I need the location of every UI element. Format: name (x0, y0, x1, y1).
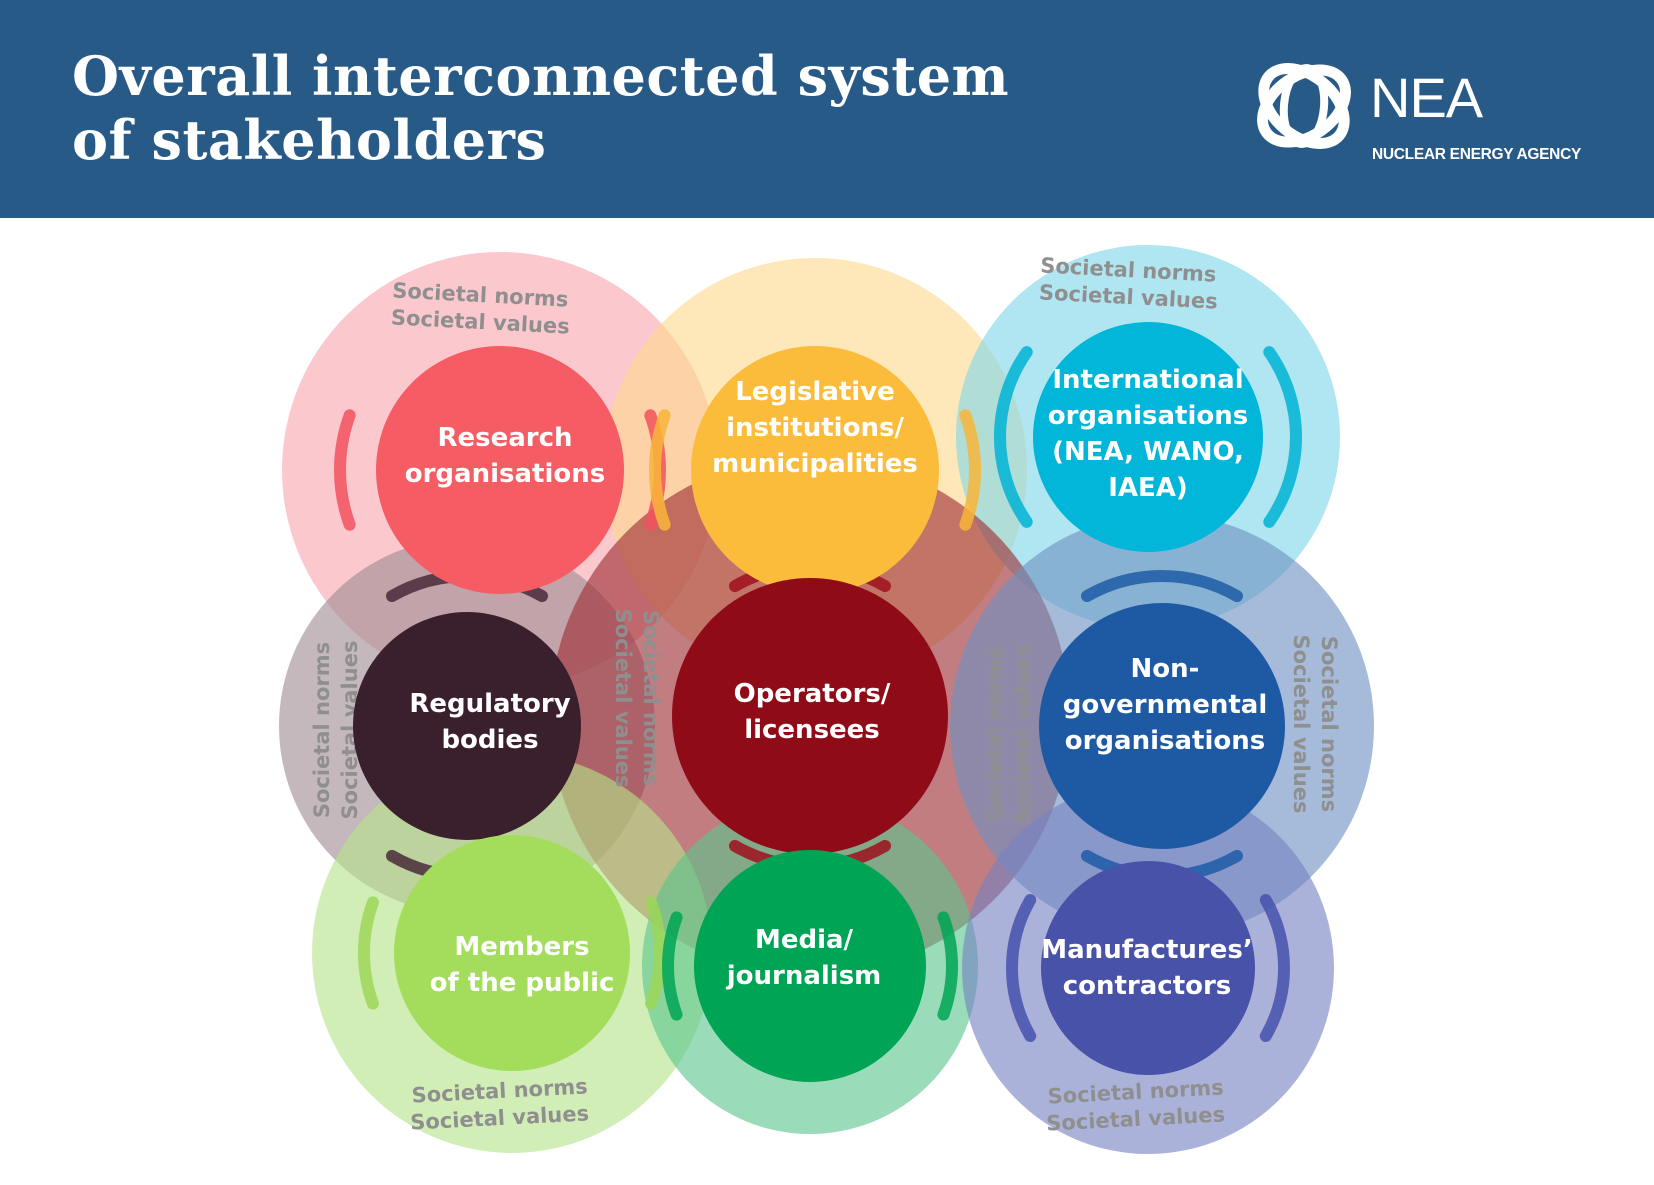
operators-norms-label: Societal norms (639, 610, 663, 786)
core-layer (353, 322, 1285, 1082)
regulatory-label: Regulatory bodies (409, 689, 570, 755)
ngo-norms-right-label: Societal norms (1317, 636, 1341, 812)
operators-values-label: Societal values (611, 609, 635, 788)
manufactures-label: Manufactures’ contractors (1041, 935, 1252, 1001)
international-label-line-4: IAEA) (1108, 473, 1188, 503)
research-label: Research organisations (405, 423, 605, 489)
legislative-label-line-2: institutions/ (726, 413, 904, 443)
legislative-label-line-1: Legislative (735, 377, 895, 407)
regulatory-label-line-2: bodies (441, 725, 538, 755)
public-label: Members of the public (430, 932, 615, 998)
logo-text: NEA (1370, 66, 1483, 129)
public-core-circle (394, 835, 630, 1071)
operators-core-circle (672, 578, 948, 854)
public-arc-2 (645, 896, 666, 1010)
international-core-circle (1033, 322, 1263, 552)
legislative-label-line-3: municipalities (712, 449, 918, 479)
international-arc-1 (994, 346, 1033, 528)
research-label-line-1: Research (437, 423, 572, 453)
title-line-1: Overall interconnected system (72, 44, 1010, 108)
media-arc-1 (662, 911, 683, 1021)
international-label-line-2: organisations (1048, 401, 1248, 431)
legislative-label: Legislative institutions/municipalities (712, 377, 918, 479)
legislative-arc-1 (649, 409, 671, 531)
nea-ring-logo-icon (1257, 63, 1351, 149)
public-label-line-1: Members (454, 932, 589, 962)
ngo-label-line-1: Non- (1131, 654, 1200, 684)
legislative-arc-2 (959, 409, 981, 531)
research-core-circle (376, 346, 624, 594)
ngo-values-right-label: Societal values (1289, 635, 1313, 814)
international-label-line-1: International (1052, 365, 1243, 395)
ngo-label-line-3: organisations (1065, 726, 1265, 756)
media-arc-2 (937, 911, 958, 1021)
ngo-arc-1 (1081, 570, 1243, 603)
logo-subtitle: NUCLEAR ENERGY AGENCY (1372, 146, 1582, 163)
manufactures-core-circle (1041, 861, 1255, 1075)
header-banner: Overall interconnected system of stakeho… (0, 0, 1654, 218)
operators-label-line-2: licensees (744, 715, 880, 745)
manufactures-label-line-2: contractors (1063, 971, 1232, 1001)
manufactures-arc-1 (1006, 894, 1037, 1042)
media-core-circle (694, 850, 926, 1082)
page-title: Overall interconnected system of stakeho… (72, 44, 1009, 172)
legislative-core-circle (691, 346, 939, 594)
public-label-line-2: of the public (430, 968, 615, 998)
ngo-label: Non-governmental organisations (1063, 654, 1268, 756)
public-arc-1 (358, 896, 379, 1010)
international-label: International organisations (NEA, WANO, IAE… (1048, 365, 1248, 503)
international-label-line-3: (NEA, WANO, (1052, 437, 1244, 467)
regulatory-label-line-1: Regulatory (409, 689, 570, 719)
media-label: Media/journalism (726, 925, 882, 991)
ngo-values-left-label: Societal values (1011, 645, 1035, 824)
ngo-core-circle (1039, 603, 1285, 849)
operators-label-line-1: Operators/ (734, 679, 891, 709)
international-arc-2 (1263, 346, 1302, 528)
regulatory-norms-label: Societal norms (310, 642, 334, 818)
regulatory-core-circle (353, 612, 581, 840)
operators-label: Operators/licensees (734, 679, 891, 745)
nea-logo: NEA NUCLEAR ENERGY AGENCY (1248, 50, 1608, 170)
research-arc-1 (334, 409, 356, 531)
media-label-line-2: journalism (726, 961, 882, 991)
label-layer: Research organisations Legislative institut… (405, 365, 1268, 1001)
manufactures-arc-2 (1259, 894, 1290, 1042)
media-label-line-1: Media/ (755, 925, 854, 955)
ngo-norms-left-label: Societal norms (983, 646, 1007, 822)
manufactures-label-line-1: Manufactures’ (1041, 935, 1252, 965)
ngo-label-line-2: governmental (1063, 690, 1268, 720)
title-line-2: of stakeholders (72, 108, 547, 172)
research-label-line-2: organisations (405, 459, 605, 489)
